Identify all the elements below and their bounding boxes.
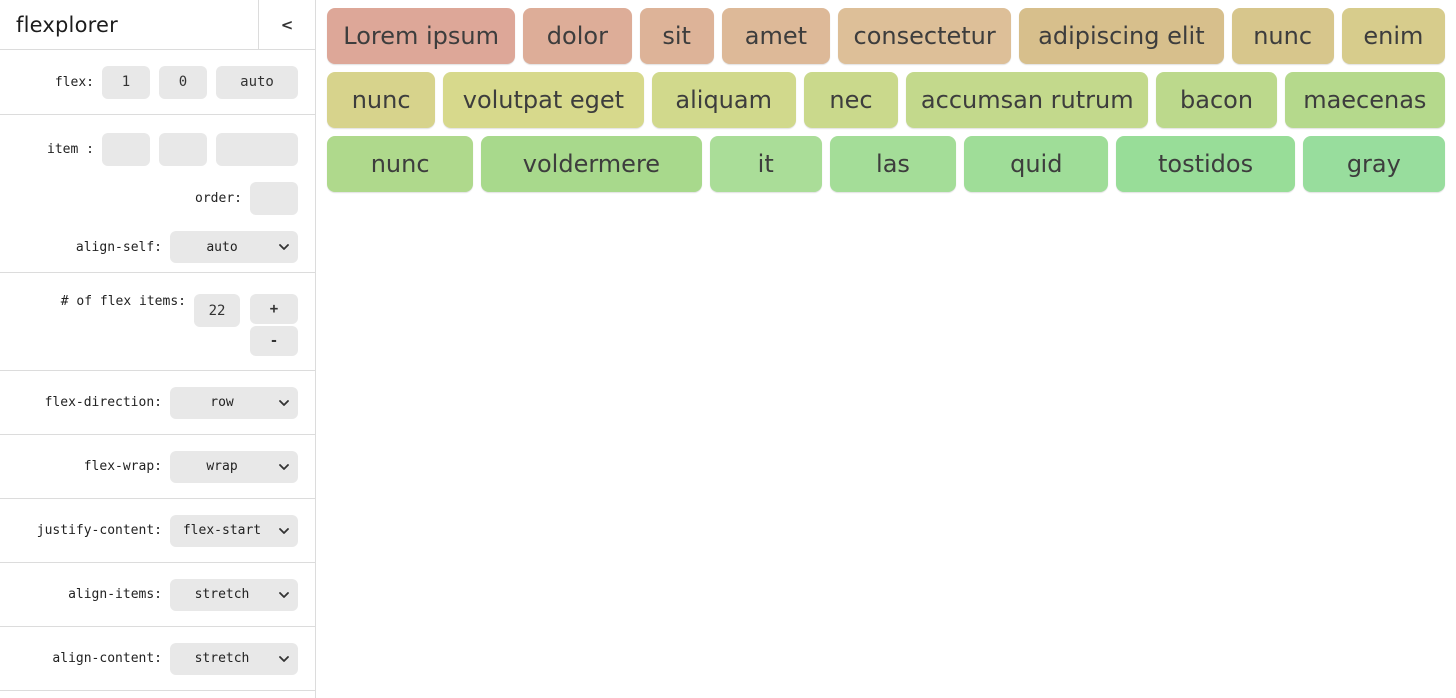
remove-item-button[interactable]: -: [250, 326, 298, 356]
flex-item[interactable]: nunc: [327, 72, 436, 128]
align-items-label: align-items:: [68, 587, 162, 602]
item-flex-shrink-input[interactable]: [159, 133, 207, 166]
add-item-button[interactable]: +: [250, 294, 298, 324]
align-self-label: align-self:: [75, 239, 162, 255]
order-label: order:: [195, 191, 242, 206]
chevron-left-icon: <: [280, 15, 294, 34]
item-label: item :: [47, 142, 94, 157]
flex-item[interactable]: enim: [1341, 8, 1445, 64]
justify-content-section: justify-content: flex-start: [0, 499, 315, 563]
flex-item[interactable]: dolor: [523, 8, 632, 64]
align-items-select[interactable]: stretch: [170, 578, 298, 611]
flex-item[interactable]: bacon: [1156, 72, 1277, 128]
flex-wrap-label: flex-wrap:: [83, 459, 162, 474]
align-content-select[interactable]: stretch: [170, 642, 298, 675]
app-title: flexplorer: [16, 12, 118, 37]
sidebar-header: flexplorer <: [0, 0, 315, 50]
item-count-input[interactable]: [194, 294, 240, 327]
flex-item[interactable]: sit: [639, 8, 714, 64]
flex-item[interactable]: accumsan rutrum: [906, 72, 1149, 128]
align-content-label: align-content:: [52, 651, 162, 666]
flex-item[interactable]: quid: [964, 136, 1109, 192]
flex-item[interactable]: tostidos: [1116, 136, 1295, 192]
collapse-sidebar-button[interactable]: <: [258, 0, 315, 49]
flex-item[interactable]: nec: [803, 72, 899, 128]
flex-direction-section: flex-direction: row: [0, 371, 315, 435]
item-count-section: # of flex items: + -: [0, 273, 315, 371]
justify-content-label: justify-content:: [36, 523, 162, 538]
flex-shorthand-section: flex:: [0, 50, 315, 115]
flex-grow-input[interactable]: [102, 65, 150, 99]
flex-item[interactable]: las: [829, 136, 957, 192]
item-count-label: # of flex items:: [60, 294, 186, 309]
flex-item[interactable]: gray: [1302, 136, 1445, 192]
flex-label: flex:: [54, 74, 94, 90]
flex-item[interactable]: nunc: [1231, 8, 1334, 64]
flex-direction-label: flex-direction:: [44, 395, 162, 410]
align-content-section: align-content: stretch: [0, 627, 315, 691]
flex-item[interactable]: nunc: [327, 136, 474, 192]
flex-item[interactable]: aliquam: [651, 72, 796, 128]
flex-direction-select[interactable]: row: [170, 386, 298, 419]
flex-item[interactable]: consectetur: [838, 8, 1012, 64]
flex-basis-input[interactable]: [216, 65, 298, 99]
flex-wrap-section: flex-wrap: wrap: [0, 435, 315, 499]
item-flex-basis-input[interactable]: [216, 133, 298, 166]
flex-wrap-select[interactable]: wrap: [170, 450, 298, 483]
align-items-section: align-items: stretch: [0, 563, 315, 627]
flex-item[interactable]: voldermere: [481, 136, 702, 192]
item-flex-grow-input[interactable]: [102, 133, 150, 166]
flex-item[interactable]: Lorem ipsum: [327, 8, 516, 64]
flex-item[interactable]: it: [709, 136, 822, 192]
flex-item[interactable]: volutpat eget: [443, 72, 644, 128]
justify-content-select[interactable]: flex-start: [170, 514, 298, 547]
flex-shrink-input[interactable]: [159, 65, 207, 99]
sidebar: flexplorer < flex: item : order:: [0, 0, 316, 698]
flex-item[interactable]: adipiscing elit: [1019, 8, 1224, 64]
flex-item[interactable]: maecenas: [1284, 72, 1445, 128]
item-settings-section: item : order: align-self: auto: [0, 115, 315, 273]
order-input[interactable]: [250, 182, 298, 215]
flex-item[interactable]: amet: [721, 8, 830, 64]
align-self-select[interactable]: auto: [170, 231, 298, 263]
